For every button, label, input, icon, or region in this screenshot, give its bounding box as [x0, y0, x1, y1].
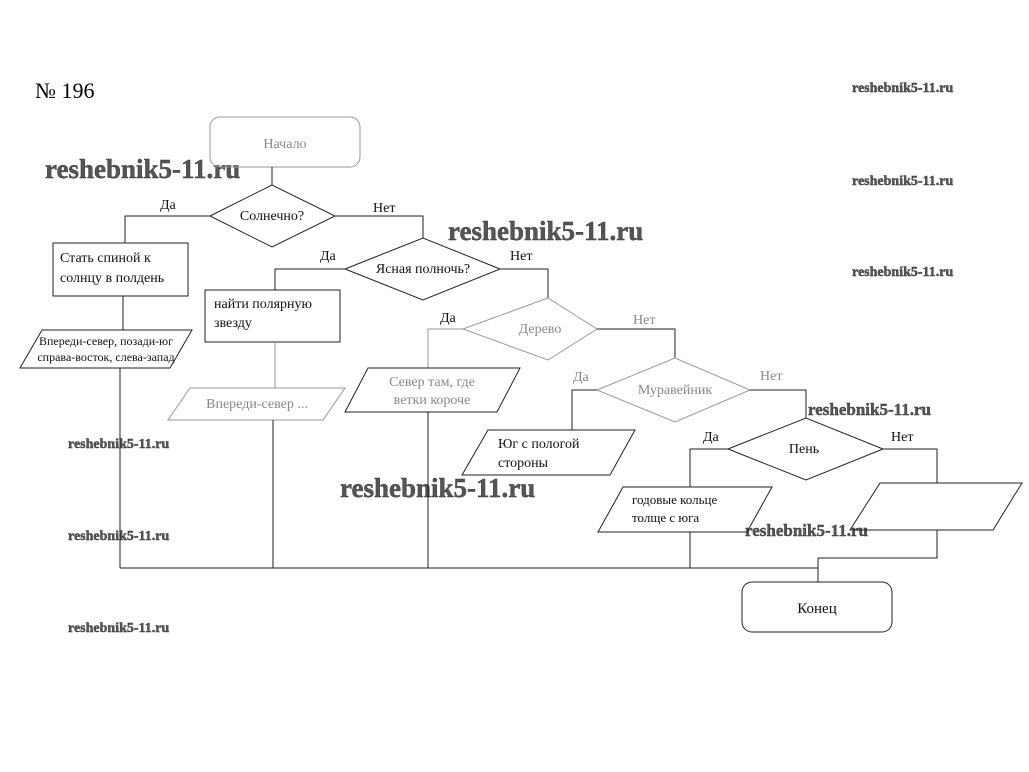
watermarks: reshebnik5-11.ru reshebnik5-11.ru resheb… — [45, 81, 954, 636]
process-label: Стать спиной к — [60, 251, 151, 266]
watermark: reshebnik5-11.ru — [852, 265, 953, 280]
output-label: Впереди-север ... — [206, 397, 308, 412]
start-label: Начало — [263, 137, 306, 152]
output-label: справа-восток, слева-запад — [37, 350, 174, 364]
output-label: Север там, где — [389, 375, 475, 390]
output-label: Впереди-север, позади-юг — [39, 334, 173, 348]
output-label: ветки короче — [394, 393, 471, 408]
end-label: Конец — [797, 601, 836, 617]
process-find-polaris — [204, 289, 341, 343]
output-north-ahead — [167, 387, 346, 421]
end-terminal — [741, 581, 893, 633]
problem-number: № 196 — [35, 78, 95, 103]
process-label: солнцу в полдень — [60, 271, 164, 286]
watermark: reshebnik5-11.ru — [68, 621, 169, 636]
output-label: толще с юга — [632, 510, 699, 525]
process-back-to-sun — [52, 242, 189, 297]
output-label: стороны — [498, 456, 549, 471]
no-label: Нет — [891, 430, 913, 445]
watermark: reshebnik5-11.ru — [340, 473, 535, 503]
watermark: reshebnik5-11.ru — [45, 154, 240, 184]
watermark: reshebnik5-11.ru — [745, 521, 868, 540]
watermark: reshebnik5-11.ru — [852, 174, 953, 189]
output-empty — [849, 482, 1023, 531]
output-directions — [19, 329, 193, 369]
watermark: reshebnik5-11.ru — [448, 216, 643, 246]
process-label: звезду — [214, 316, 252, 331]
output-gentle-side — [461, 429, 636, 476]
no-label: Нет — [373, 201, 395, 216]
yes-label: Да — [440, 311, 457, 326]
no-label: Нет — [510, 249, 532, 264]
start-terminal — [209, 116, 361, 168]
yes-label: Да — [320, 249, 337, 264]
decision-label: Пень — [789, 442, 819, 457]
no-label: Нет — [760, 369, 782, 384]
output-tree-rings — [597, 486, 773, 533]
output-branches-shorter — [344, 367, 521, 413]
process-label: найти полярную — [214, 297, 312, 312]
output-label: годовые кольце — [632, 492, 717, 507]
no-label: Нет — [633, 313, 655, 328]
watermark: reshebnik5-11.ru — [68, 529, 169, 544]
decision-label: Муравейник — [638, 383, 713, 398]
decision-label: Солнечно? — [240, 209, 304, 224]
watermark: reshebnik5-11.ru — [68, 437, 169, 452]
watermark: reshebnik5-11.ru — [852, 81, 953, 96]
yes-label: Да — [160, 198, 177, 213]
decision-label: Дерево — [519, 322, 562, 337]
output-label: Юг с пологой — [498, 437, 580, 452]
decision-label: Ясная полночь? — [376, 262, 470, 277]
watermark: reshebnik5-11.ru — [808, 400, 931, 419]
yes-label: Да — [703, 430, 720, 445]
yes-label: Да — [573, 370, 590, 385]
